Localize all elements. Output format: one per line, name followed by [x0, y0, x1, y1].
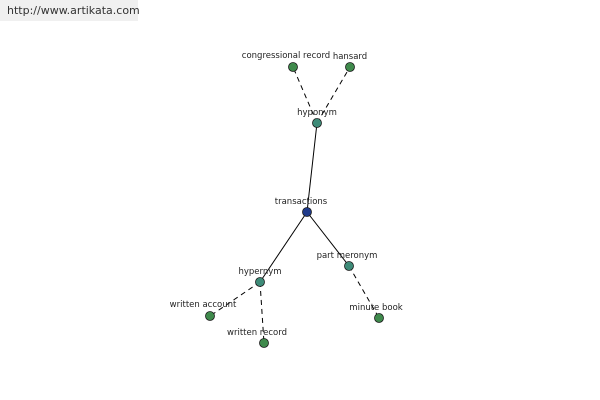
node-label-hyponym: hyponym: [297, 108, 337, 118]
node-label-part-meronym: part meronym: [317, 251, 378, 261]
node-hansard[interactable]: [345, 62, 355, 72]
edge-hyponym-congressional-record: [292, 66, 318, 124]
node-transactions[interactable]: [302, 207, 312, 217]
node-label-congressional-record: congressional record: [242, 51, 330, 61]
edge-transactions-part-meronym: [306, 211, 350, 267]
edge-transactions-hypernym: [259, 211, 308, 283]
node-hyponym[interactable]: [312, 118, 322, 128]
node-part-meronym[interactable]: [344, 261, 354, 271]
url-link[interactable]: http://www.artikata.com: [7, 4, 140, 17]
node-label-written-account: written account: [170, 300, 237, 310]
labels-layer: transactions hyponym hypernym part meronym c…: [170, 51, 403, 338]
edge-part-meronym-minute-book: [348, 265, 380, 319]
node-hypernym[interactable]: [255, 277, 265, 287]
edge-hyponym-hansard: [316, 66, 351, 124]
node-label-hansard: hansard: [333, 52, 367, 62]
edge-hypernym-written-account: [209, 281, 261, 317]
node-written-account[interactable]: [205, 311, 215, 321]
node-label-written-record: written record: [227, 328, 287, 338]
nodes-layer: [205, 62, 384, 348]
edge-hypernym-written-record: [259, 281, 265, 344]
edges-layer: [209, 66, 380, 344]
url-banner: http://www.artikata.com: [0, 0, 140, 21]
node-written-record[interactable]: [259, 338, 269, 348]
edge-transactions-hyponym: [306, 122, 318, 213]
node-minute-book[interactable]: [374, 313, 384, 323]
node-congressional-record[interactable]: [288, 62, 298, 72]
node-label-minute-book: minute book: [349, 303, 402, 313]
node-label-hypernym: hypernym: [238, 267, 281, 277]
node-label-transactions: transactions: [275, 197, 328, 207]
